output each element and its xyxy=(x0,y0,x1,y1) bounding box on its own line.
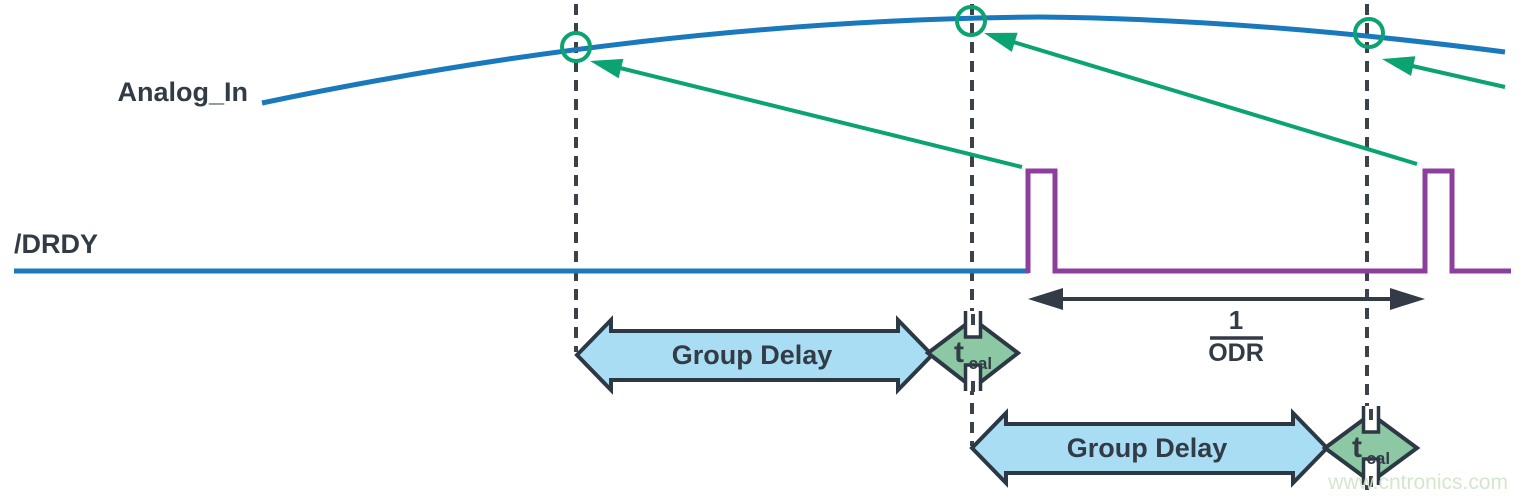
odr-period-arrow xyxy=(1028,288,1425,310)
notch-outline xyxy=(963,363,983,391)
odr-fraction-denominator: ODR xyxy=(1208,339,1264,367)
pointer-arrow-2-shaft xyxy=(1009,39,1418,166)
diagram-labels: Analog_In /DRDY Group Delay Group Delay … xyxy=(14,77,1390,468)
sample-circle-2 xyxy=(955,5,987,37)
watermark-text: www.cntronics.com xyxy=(1327,471,1508,494)
tcal-diamond-2-notches xyxy=(1361,406,1381,485)
odr-arrow-head-left xyxy=(1028,288,1063,310)
tcal-diamond-1 xyxy=(924,316,1022,391)
tcal-label-2: t cal xyxy=(1352,431,1390,468)
annotation-shapes xyxy=(574,311,1421,488)
analog-in-label: Analog_In xyxy=(117,77,248,107)
notch-rect xyxy=(965,364,981,391)
notch-outline xyxy=(1361,406,1381,434)
odr-fraction-numerator: 1 xyxy=(1229,305,1243,335)
pointer-arrow-3-head xyxy=(1382,56,1416,76)
notch-outline xyxy=(1361,457,1381,485)
group-delay-label-2: Group Delay xyxy=(1067,433,1228,463)
drdy-trace-purple-pulses xyxy=(1025,168,1511,274)
pointer-arrow-1-head xyxy=(590,58,624,79)
drdy-label: /DRDY xyxy=(14,229,98,259)
notch-dashes xyxy=(971,314,1373,487)
notch-rect xyxy=(1363,458,1379,485)
tcal-base-text: t xyxy=(1352,431,1362,464)
tcal-subscript-text: cal xyxy=(968,354,992,373)
sample-dashed-lines xyxy=(574,4,1369,493)
tcal-base-text: t xyxy=(954,336,964,369)
tcal-subscript-text: cal xyxy=(1366,449,1390,468)
tcal-diamond-2 xyxy=(1321,411,1421,485)
sample-circle-3 xyxy=(1353,17,1385,49)
tcal-label-1: t cal xyxy=(954,336,992,373)
sample-circle-1 xyxy=(560,31,592,63)
sample-markers xyxy=(560,5,1506,169)
pointer-arrow-2-head xyxy=(984,32,1018,52)
odr-arrow-head-right xyxy=(1390,288,1425,310)
group-delay-label-1: Group Delay xyxy=(672,340,833,370)
notch-outline xyxy=(963,311,983,339)
analog-in-curve xyxy=(261,14,1506,106)
pointer-arrow-1-shaft xyxy=(611,64,1023,169)
pointer-arrow-3-shaft xyxy=(1407,63,1506,89)
blue-traces xyxy=(14,14,1506,274)
